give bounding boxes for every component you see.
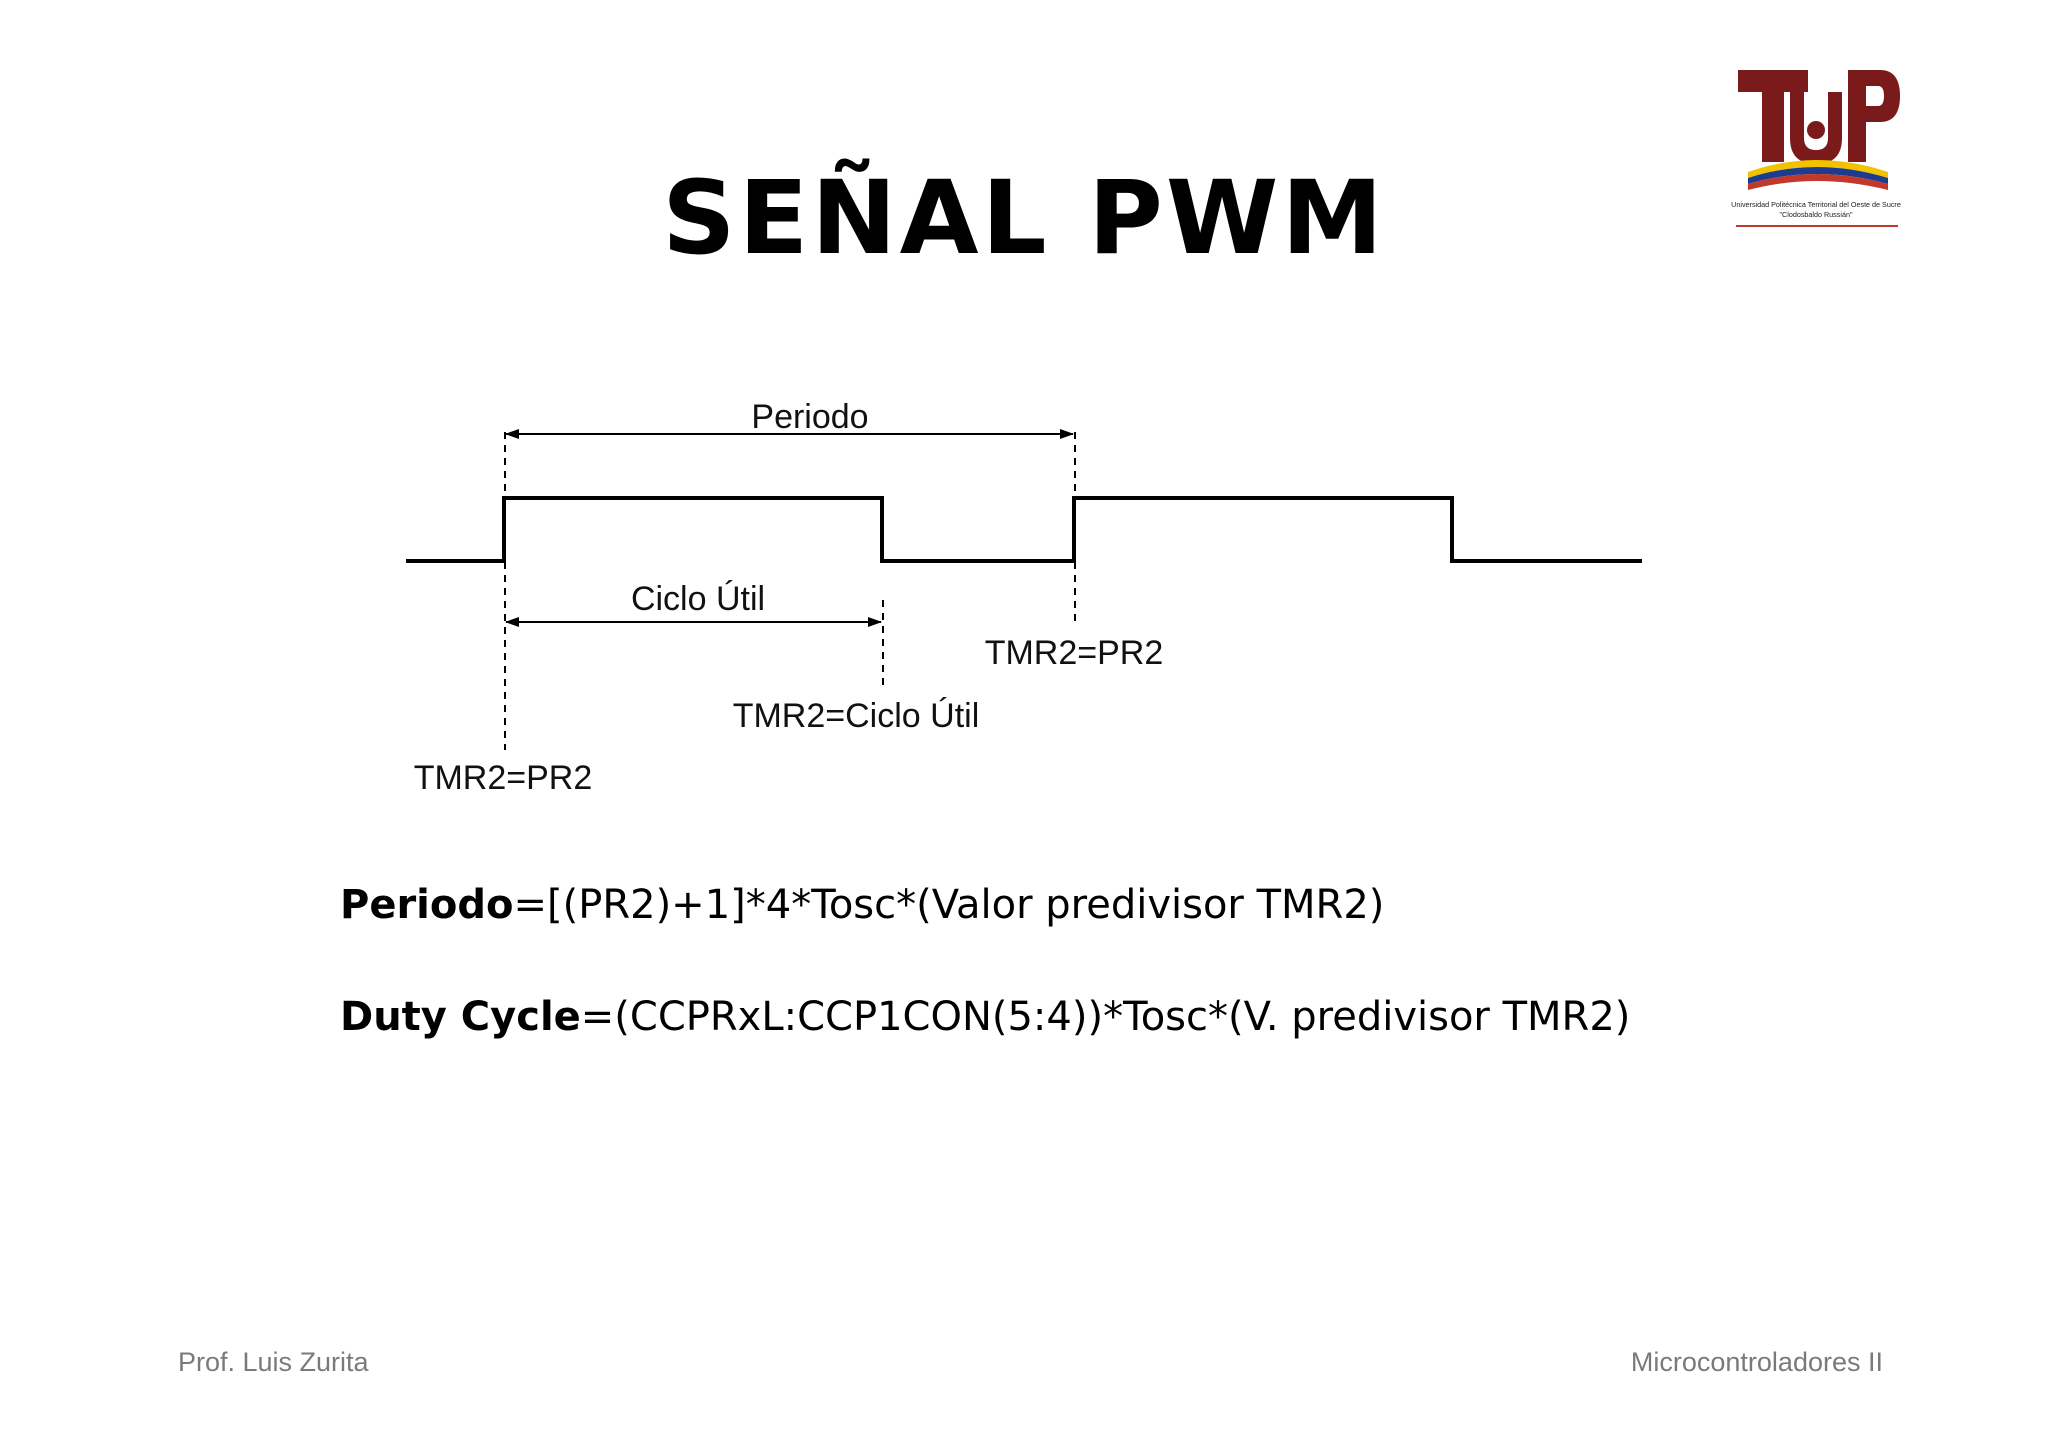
label-tmr2-ciclo-util: TMR2=Ciclo Útil: [733, 697, 980, 735]
footer-course: Microcontroladores II: [1630, 1347, 1883, 1377]
logo-line2: "Clodosbaldo Russián": [1779, 210, 1852, 219]
formula-duty-term: Duty Cycle: [340, 994, 581, 1040]
logo-line1: Universidad Politécnica Territorial del …: [1731, 200, 1901, 209]
formula-periodo-expr: =[(PR2)+1]*4*Tosc*(Valor predivisor TMR2…: [513, 882, 1385, 928]
formula-periodo: Periodo=[(PR2)+1]*4*Tosc*(Valor predivis…: [340, 882, 1384, 928]
university-logo-graphic: Universidad Politécnica Territorial del …: [1731, 70, 1901, 227]
university-logo: Universidad Politécnica Territorial del …: [1728, 60, 1904, 236]
formula-duty-expr: =(CCPRxL:CCP1CON(5:4))*Tosc*(V. predivis…: [580, 994, 1631, 1040]
label-periodo: Periodo: [751, 398, 868, 436]
footer-author: Prof. Luis Zurita: [178, 1347, 369, 1377]
label-ciclo-util: Ciclo Útil: [631, 580, 765, 618]
pwm-waveform: [406, 496, 1642, 563]
formula-periodo-term: Periodo: [340, 882, 514, 928]
label-tmr2-pr2-left: TMR2=PR2: [414, 759, 593, 797]
label-tmr2-pr2-mid: TMR2=PR2: [985, 634, 1164, 672]
slide-title: SEÑAL PWM: [662, 159, 1386, 278]
formula-duty-cycle: Duty Cycle=(CCPRxL:CCP1CON(5:4))*Tosc*(V…: [340, 994, 1630, 1040]
